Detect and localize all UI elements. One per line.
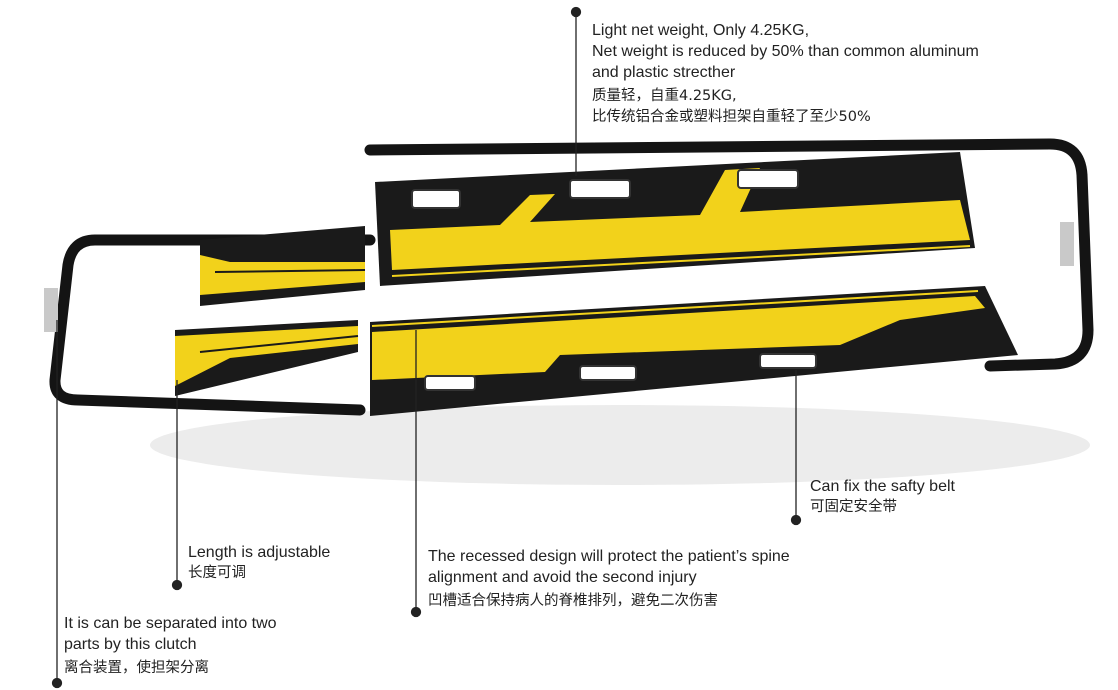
belt-en: Can fix the safty belt <box>810 478 955 495</box>
weight-en-3: and plastic strecther <box>592 64 736 81</box>
handle-slot <box>737 169 799 189</box>
callout-dot-belt <box>790 514 802 526</box>
weight-en-2: Net weight is reduced by 50% than common… <box>592 43 979 60</box>
callout-dot-length <box>171 579 183 591</box>
stretcher-frame-tube <box>49 138 1094 416</box>
tube-band-right <box>1060 222 1074 266</box>
callout-clutch: It is can be separated into two parts by… <box>64 613 277 679</box>
length-en: Length is adjustable <box>188 544 331 561</box>
length-zh: 长度可调 <box>188 565 246 581</box>
handle-slot <box>759 353 817 369</box>
belt-zh: 可固定安全带 <box>810 499 897 515</box>
callout-belt: Can fix the safty belt 可固定安全带 <box>810 476 955 518</box>
callout-length: Length is adjustable 长度可调 <box>188 542 330 584</box>
recessed-zh: 凹槽适合保持病人的脊椎排列，避免二次伤害 <box>428 593 718 609</box>
recessed-en-1: The recessed design will protect the pat… <box>428 548 790 565</box>
callout-dot-weight <box>570 6 582 18</box>
callout-dot-clutch <box>51 677 63 689</box>
handle-slot <box>411 189 461 209</box>
clutch-en-2: parts by this clutch <box>64 636 197 653</box>
upper-right-panel <box>375 152 975 286</box>
weight-en-1: Light net weight, Only 4.25KG, <box>592 22 810 39</box>
handle-slot <box>569 179 631 199</box>
weight-zh-2: 比传统铝合金或塑料担架自重轻了至少50% <box>592 109 871 125</box>
handle-slot <box>579 365 637 381</box>
callout-weight: Light net weight, Only 4.25KG, Net weigh… <box>592 20 979 128</box>
tube-band-left <box>44 288 58 332</box>
lower-right-panel <box>370 286 1018 416</box>
upper-left-panel <box>200 226 366 306</box>
callout-recessed: The recessed design will protect the pat… <box>428 546 790 612</box>
recessed-en-2: alignment and avoid the second injury <box>428 569 697 586</box>
callout-dot-recessed <box>410 606 422 618</box>
clutch-en-1: It is can be separated into two <box>64 615 277 632</box>
weight-zh-1: 质量轻，自重4.25KG, <box>592 88 737 104</box>
handle-slot <box>424 375 476 391</box>
clutch-zh: 离合装置，使担架分离 <box>64 660 209 676</box>
floor-shadow <box>150 405 1090 485</box>
lower-left-panel <box>175 320 359 396</box>
